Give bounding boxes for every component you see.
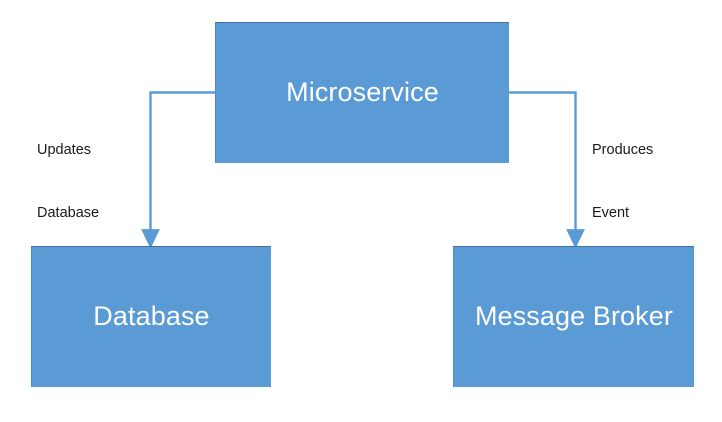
edge-label-produces-event-line1: Produces <box>592 142 654 158</box>
node-microservice[interactable]: Microservice <box>215 22 509 163</box>
edge-label-updates-database-line2: Database <box>37 205 100 221</box>
node-database[interactable]: Database <box>31 246 271 387</box>
edge-label-updates-database: Updates Database <box>37 98 99 266</box>
node-message-broker-label: Message Broker <box>475 301 673 332</box>
node-microservice-label: Microservice <box>286 77 439 108</box>
node-message-broker[interactable]: Message Broker <box>453 246 694 387</box>
node-database-label: Database <box>93 301 210 332</box>
edge-label-updates-database-line1: Updates <box>37 142 92 158</box>
edge-label-produces-event: Produces Event <box>592 98 653 266</box>
connector-produces-event <box>509 91 585 249</box>
connector-updates-database <box>141 91 215 249</box>
edge-label-produces-event-line2: Event <box>592 205 630 221</box>
